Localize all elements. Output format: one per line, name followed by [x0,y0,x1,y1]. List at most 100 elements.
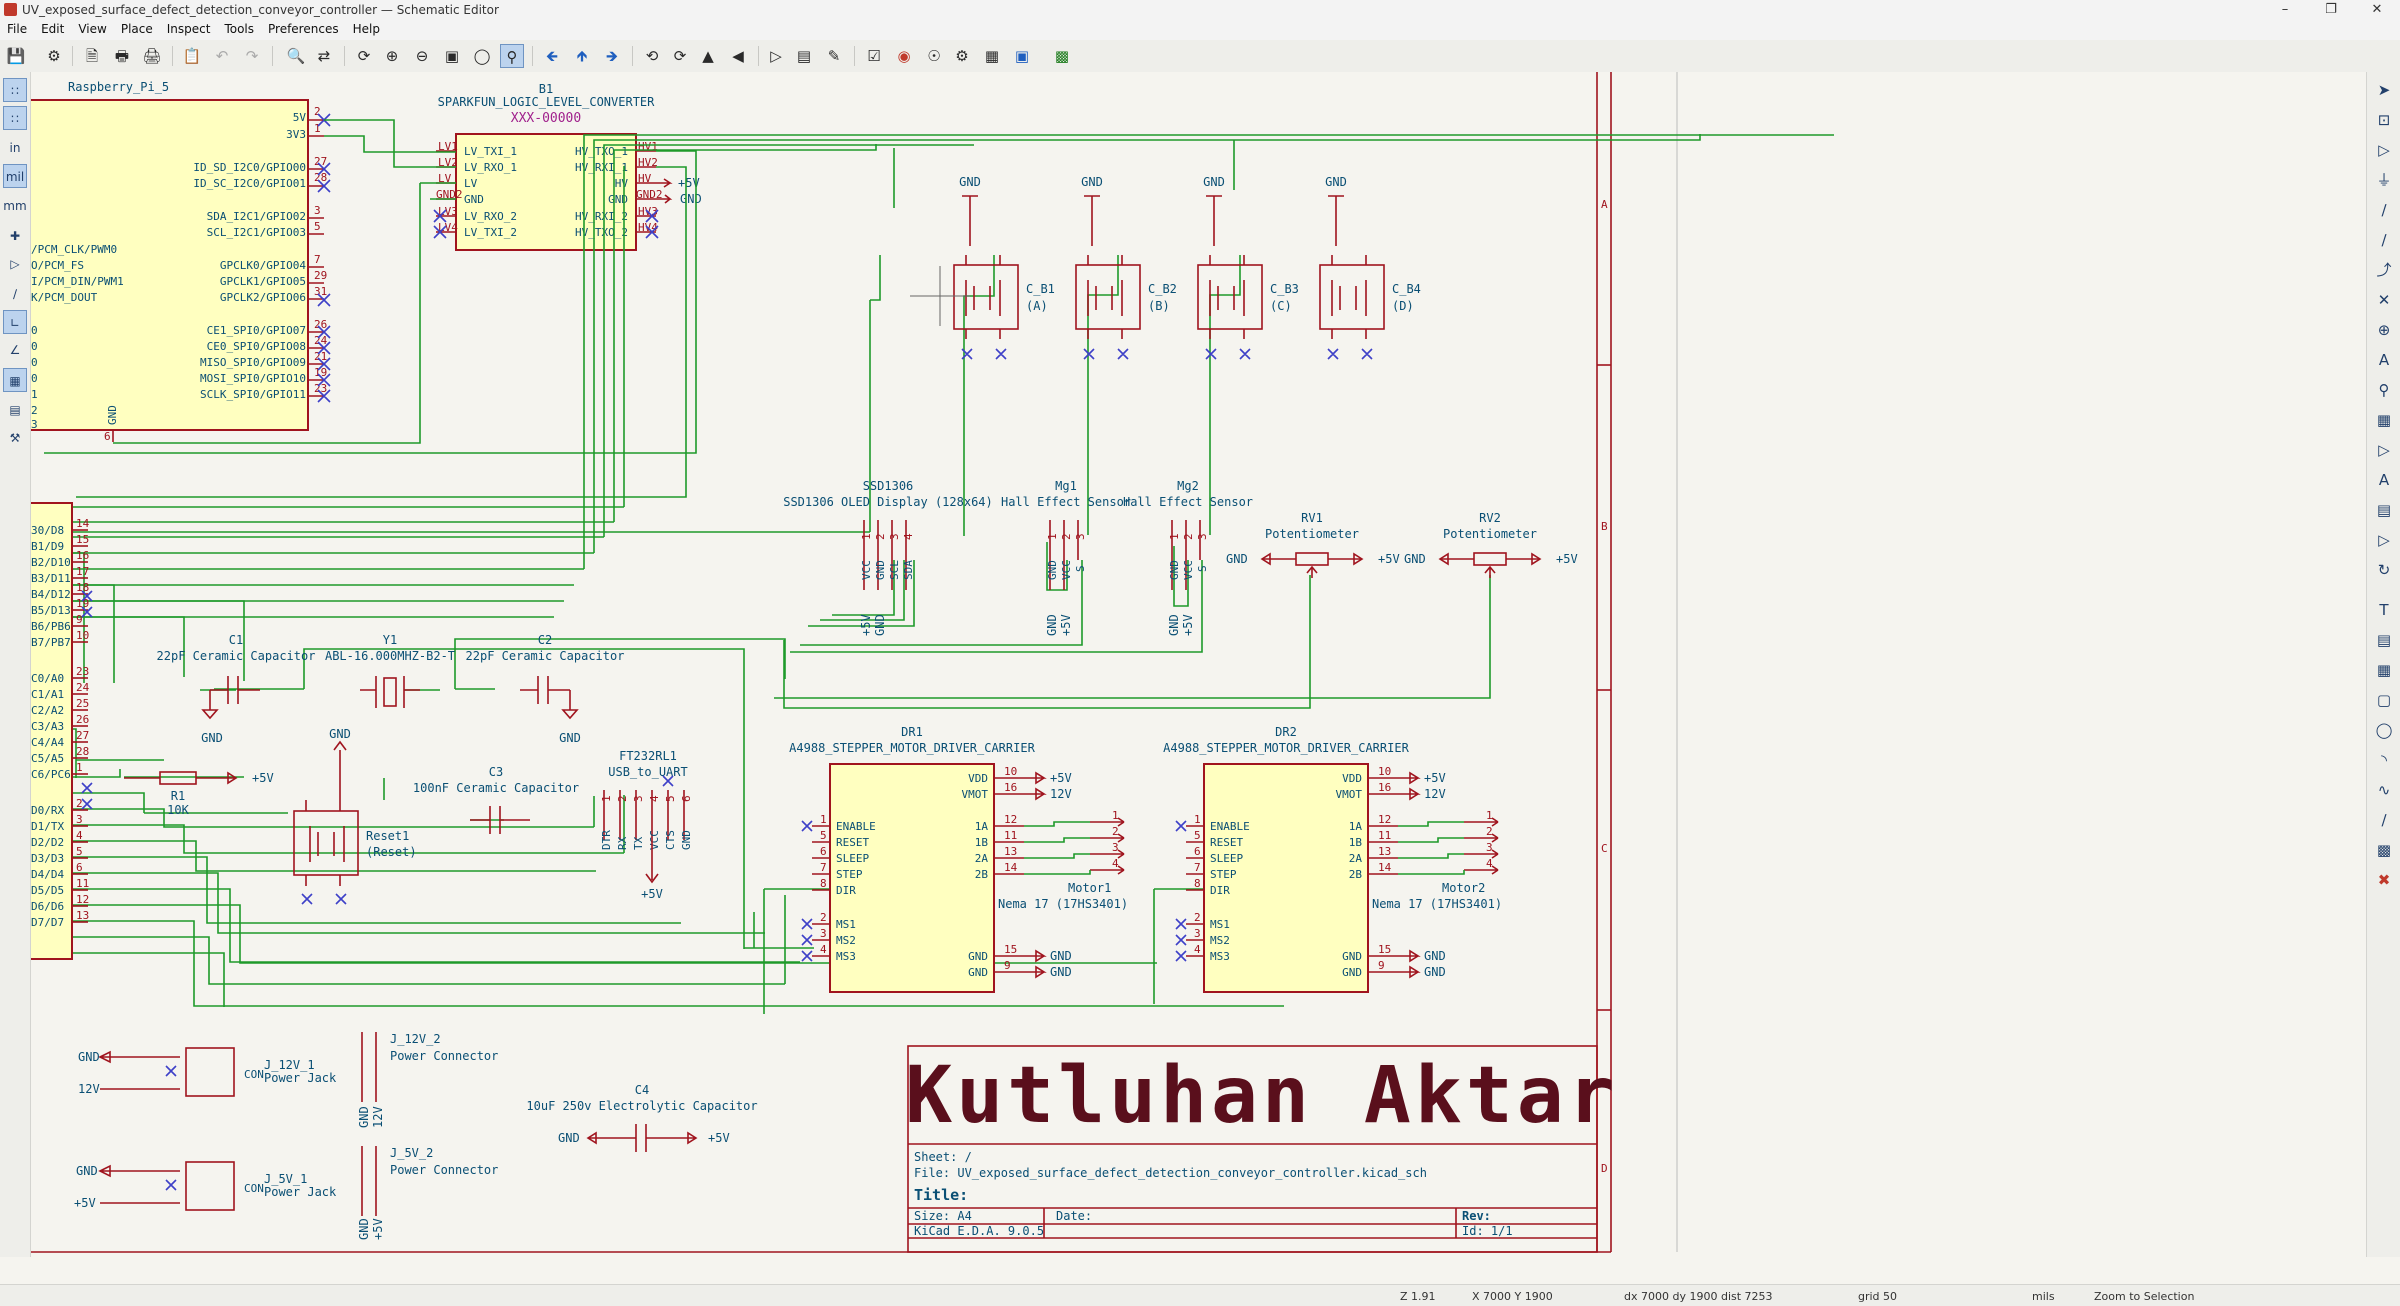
push-button-c-b2[interactable]: C_B2 (B) GND [1075,175,1177,339]
stepper-driver-dr1[interactable]: DR1 A4988_STEPPER_MOTOR_DRIVER_CARRIER E… [789,725,1128,993]
units-inch-icon[interactable]: in [9,141,21,155]
menu-place[interactable]: Place [120,22,153,36]
add-textbox-icon[interactable]: ▤ [2376,631,2392,649]
footprint-assign-icon[interactable]: ⚙ [955,47,969,65]
refresh-icon[interactable]: ⟳ [357,47,371,65]
menu-file[interactable]: File [7,22,28,36]
zoom-selection-icon[interactable]: ⚲ [500,44,524,68]
microcontroller-symbol[interactable]: 30/D814B1/D915B2/D1016B3/D1117B4/D1218B5… [31,502,93,960]
schematic-setup-icon[interactable]: ⚙ [47,47,61,65]
sheet-pin-icon[interactable]: ▷ [2378,531,2390,549]
add-power-icon[interactable]: ▷ [2378,141,2390,159]
zoom-objects-icon[interactable]: ◯ [473,47,491,65]
push-button-c-b1[interactable]: C_B1 (A) GND [953,175,1055,339]
minimize-icon[interactable]: – [2281,2,2289,17]
power-jack-j12v-1[interactable]: GND 12V CON J_12V_1 Power Jack [78,1047,337,1097]
add-line-icon[interactable]: ∕ [2381,811,2387,829]
zoom-in-icon[interactable]: ⊕ [385,47,399,65]
rotate-ccw-icon[interactable]: ⟲ [645,47,659,65]
potentiometer-rv1[interactable]: RV1 Potentiometer GND +5V [1226,511,1400,578]
line-mode-free-icon[interactable]: ∕ [12,287,18,301]
capacitor-c3[interactable]: C3 100nF Ceramic Capacitor [413,765,579,834]
rotate-cw-icon[interactable]: ⟳ [673,47,687,65]
add-wire-icon[interactable]: ∕ [2381,201,2387,219]
electrolytic-capacitor-c4[interactable]: C4 10uF 250v Electrolytic Capacitor GND … [526,1083,758,1152]
annotation-toggle-icon[interactable]: ▦ [3,368,27,392]
line-mode-45-icon[interactable]: ∠ [9,343,21,357]
junction-icon[interactable]: ⊕ [2377,321,2391,339]
line-mode-90-icon[interactable]: ∟ [3,310,27,334]
potentiometer-rv2[interactable]: RV2 Potentiometer GND +5V [1404,511,1578,578]
menu-help[interactable]: Help [352,22,380,36]
page-settings-icon[interactable]: 🗎 [85,47,99,65]
add-bezier-icon[interactable]: ∿ [2377,781,2391,799]
hall-sensor-mg2[interactable]: Mg2 Hall Effect Sensor GND VCC S 1 2 3 G… [1123,479,1253,636]
properties-panel-icon[interactable]: ⚒ [9,431,21,445]
navigate-back-icon[interactable]: 🡸 [545,47,559,65]
sync-pins-icon[interactable]: ↻ [2377,561,2391,579]
add-symbol-icon[interactable]: ⊡ [2377,111,2391,129]
bus-entry-icon[interactable]: ⤴ [2376,261,2392,279]
no-connect-icon[interactable]: ✕ [2377,291,2391,309]
push-button-c-b4[interactable]: C_B4 (D) GND [1319,175,1421,339]
grid-overrides-icon[interactable]: ∷ [3,106,27,130]
hidden-pins-icon[interactable]: ▷ [10,257,20,271]
rule-area-icon[interactable]: ▦ [2376,411,2392,429]
menu-view[interactable]: View [78,22,107,36]
bom-icon[interactable]: ▦ [984,47,1000,65]
navigate-up-icon[interactable]: 🡹 [576,47,588,65]
erc-icon[interactable]: ☑ [867,47,881,65]
save-icon[interactable]: 💾 [6,47,26,65]
undo-icon[interactable]: ↶ [215,47,229,65]
hall-sensor-mg1[interactable]: Mg1 Hall Effect Sensor GND VCC S 1 2 3 G… [1001,479,1131,636]
power-connector-j5v-2[interactable]: J_5V_2 Power Connector GND +5V [357,1146,498,1240]
maximize-icon[interactable]: ❐ [2325,2,2337,17]
push-button-c-b3[interactable]: C_B3 (C) GND [1197,175,1299,339]
add-bus-icon[interactable]: ∕ [2381,231,2387,249]
find-icon[interactable]: 🔍 [286,47,306,65]
ft232rl-usb-uart[interactable]: FT232RL1 USB_to_UART DTR RX TX VCC CTS G… [600,749,693,901]
add-table-icon[interactable]: ▦ [2376,661,2392,679]
annotate-icon[interactable]: ✎ [827,47,841,65]
symbol-editor-icon[interactable]: ▷ [770,47,782,65]
net-class-label-icon[interactable]: ⚲ [2378,381,2390,399]
mirror-horizontal-icon[interactable]: ◀ [732,47,744,65]
simulator-icon[interactable]: ☉ [927,47,941,65]
capacitor-c1[interactable]: C1 22pF Ceramic Capacitor GND [157,633,316,745]
paste-icon[interactable]: 📋 [182,47,202,65]
close-icon[interactable]: ✕ [2371,2,2383,17]
mirror-vertical-icon[interactable]: ▲ [702,47,714,65]
logic-level-converter-symbol[interactable]: B1 SPARKFUN_LOGIC_LEVEL_CONVERTER XXX-00… [433,82,702,251]
add-rectangle-icon[interactable]: ▢ [2376,691,2392,709]
menu-edit[interactable]: Edit [41,22,65,36]
select-tool-icon[interactable]: ➤ [2377,81,2391,99]
add-image-icon[interactable]: ▩ [2376,841,2392,859]
units-mil-icon[interactable]: mil [3,164,27,188]
power-connector-j12v-2[interactable]: J_12V_2 Power Connector GND 12V [357,1032,498,1128]
oled-ssd1306-symbol[interactable]: SSD1306 SSD1306 OLED Display (128x64) VC… [783,479,993,636]
hierarchy-panel-icon[interactable]: ▤ [9,403,21,417]
cursor-style-icon[interactable]: ✚ [9,229,21,243]
add-text-icon[interactable]: T [2379,601,2389,619]
units-mm-icon[interactable]: mm [3,199,27,213]
zoom-fit-icon[interactable]: ▣ [444,47,460,65]
zoom-out-icon[interactable]: ⊖ [415,47,429,65]
menu-tools[interactable]: Tools [224,22,254,36]
schematic-canvas[interactable]: .w{stroke:#1e9a2a;stroke-width:1.6;fill:… [31,72,2366,1257]
crystal-y1[interactable]: Y1 ABL-16.000MHZ-B2-T [325,633,455,708]
menu-inspect[interactable]: Inspect [166,22,211,36]
hier-label-icon[interactable]: A [2378,471,2390,489]
delete-tool-icon[interactable]: ✖ [2377,871,2391,889]
plot-icon[interactable]: 🖨 [142,47,162,65]
symbol-browser-icon[interactable]: ▤ [796,47,812,65]
add-arc-icon[interactable]: ◝ [2381,751,2387,769]
add-circle-icon[interactable]: ◯ [2375,721,2393,739]
erc-markers-icon[interactable]: ◉ [897,47,911,65]
hier-sheet-icon[interactable]: ▤ [2376,501,2392,519]
stepper-driver-dr2[interactable]: DR2 A4988_STEPPER_MOTOR_DRIVER_CARRIER E… [1163,725,1502,993]
find-replace-icon[interactable]: ⇄ [317,47,331,65]
redo-icon[interactable]: ↷ [245,47,259,65]
net-label-icon[interactable]: A [2378,351,2390,369]
reset-button[interactable]: GND Reset1 (Reset) [293,727,417,905]
grid-toggle-icon[interactable]: ∷ [3,78,27,102]
